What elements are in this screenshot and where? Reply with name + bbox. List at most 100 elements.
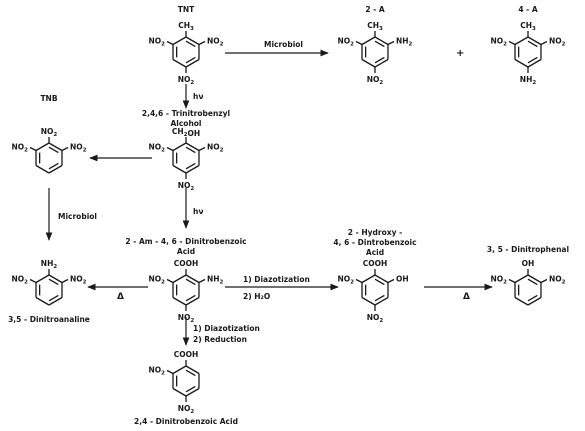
ring-bond [172, 365, 187, 375]
ring-bond [185, 142, 200, 152]
compound-name: 2,4 - Dinitrobenzoic Acid [134, 417, 238, 426]
substituent-top: CH3 [367, 21, 383, 32]
substituent-bond [166, 40, 174, 46]
ring-bond [374, 58, 389, 68]
substituent-right: NO2 [70, 143, 87, 154]
ring-bond [361, 58, 376, 68]
ring-double-bond [374, 56, 385, 64]
substituent-right: NO2 [207, 37, 224, 48]
substituent-top: NO2 [41, 127, 58, 138]
ring-bond [361, 36, 376, 46]
ring-bond [35, 274, 50, 284]
ring-double-bond [527, 56, 538, 64]
ring-double-bond [374, 40, 385, 48]
ring-bond [527, 36, 542, 46]
ring-bond [172, 274, 187, 284]
compound-label: TNT [178, 5, 195, 14]
substituent-bond [540, 278, 548, 284]
substituent-bond [387, 40, 395, 46]
substituent-bond [198, 146, 206, 152]
ring-bond [185, 36, 200, 46]
label-delta-2: Δ [463, 292, 470, 302]
compound-label: TNB [40, 94, 57, 103]
substituent-bond [166, 369, 174, 375]
ring-bond [48, 164, 63, 174]
substituent-bond [355, 40, 363, 46]
ring-bond [527, 274, 542, 284]
substituent-left: NO2 [149, 275, 166, 286]
substituent-bond [61, 278, 69, 284]
substituent-bottom: NO2 [367, 75, 384, 86]
label-microbiol-top: Microbiol [264, 40, 303, 49]
ring-double-bond [185, 162, 196, 170]
ring-double-bond [185, 385, 196, 393]
substituent-left: NO2 [149, 37, 166, 48]
ring-bond [527, 58, 542, 68]
compound-name: 3,5 - Dinitroanaline [8, 315, 90, 324]
ring-bond [185, 365, 200, 375]
compound-name: 3, 5 - Dinitrophenal [487, 245, 569, 254]
substituent-bond [387, 278, 395, 284]
label-h2o: 2) H₂O [243, 292, 270, 301]
label-microbiol-left: Microbiol [58, 212, 97, 221]
substituent-left: NO2 [12, 143, 29, 154]
substituent-bond [508, 40, 516, 46]
substituent-bond [29, 278, 37, 284]
ring-bond [172, 164, 187, 174]
substituent-bottom: NO2 [178, 313, 195, 324]
substituent-top: NH2 [41, 259, 58, 270]
compound-name: Alcohol [170, 119, 201, 128]
substituent-right: NO2 [549, 37, 566, 48]
substituent-bond [355, 278, 363, 284]
substituent-bond [61, 146, 69, 152]
ring-bond [185, 58, 200, 68]
substituent-left: NO2 [491, 275, 508, 286]
substituent-left: NO2 [12, 275, 29, 286]
ring-double-bond [374, 278, 385, 286]
ring-bond [172, 58, 187, 68]
ring-bond [374, 274, 389, 284]
substituent-right: NO2 [549, 275, 566, 286]
substituent-top: CH2OH [172, 127, 200, 138]
ring-double-bond [185, 146, 196, 154]
ring-bond [172, 387, 187, 397]
substituent-left: NO2 [149, 366, 166, 377]
substituent-top: OH [522, 259, 535, 268]
substituent-bond [508, 278, 516, 284]
substituent-top: COOH [363, 259, 388, 268]
ring-double-bond [185, 278, 196, 286]
substituent-bottom: NH2 [520, 75, 537, 86]
ring-bond [48, 142, 63, 152]
label-reduction: 2) Reduction [193, 335, 247, 344]
substituent-bond [29, 146, 37, 152]
ring-double-bond [48, 294, 59, 302]
substituent-bottom: NO2 [178, 181, 195, 192]
ring-bond [185, 296, 200, 306]
ring-bond [185, 274, 200, 284]
ring-bond [35, 164, 50, 174]
ring-double-bond [48, 162, 59, 170]
ring-bond [514, 274, 529, 284]
compound-name: Acid [177, 247, 195, 256]
substituent-top: COOH [174, 259, 199, 268]
substituent-left: NO2 [149, 143, 166, 154]
ring-bond [172, 296, 187, 306]
substituent-left: NO2 [338, 37, 355, 48]
ring-bond [514, 58, 529, 68]
ring-bond [48, 274, 63, 284]
substituent-left: NO2 [491, 37, 508, 48]
ring-double-bond [527, 294, 538, 302]
ring-bond [35, 296, 50, 306]
ring-bond [172, 142, 187, 152]
ring-double-bond [185, 56, 196, 64]
substituent-bottom: NO2 [367, 313, 384, 324]
substituent-right: NH2 [207, 275, 224, 286]
ring-bond [514, 36, 529, 46]
